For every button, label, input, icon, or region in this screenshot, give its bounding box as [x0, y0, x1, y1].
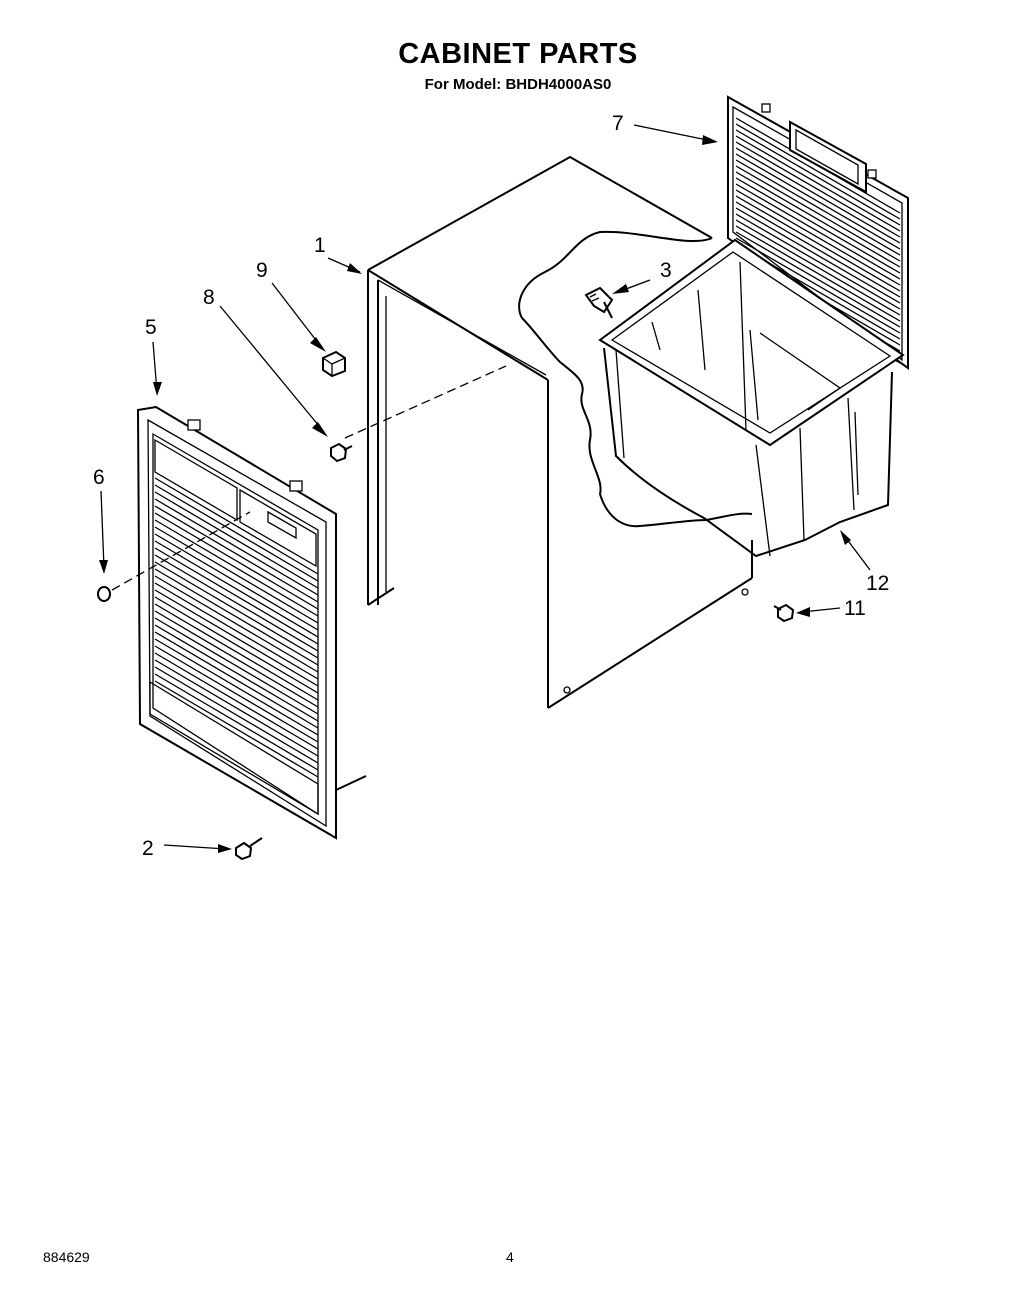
- callout-12: 12: [866, 572, 889, 595]
- callout-2: 2: [142, 837, 154, 860]
- front-louver-slat: [154, 645, 319, 743]
- callout-6: 6: [93, 466, 105, 489]
- front-louver-slat: [154, 526, 319, 624]
- callout-8: 8: [203, 286, 215, 309]
- front-louver-slat: [154, 477, 319, 575]
- front-louver-slat: [154, 484, 319, 582]
- front-louver-slat: [154, 491, 319, 589]
- rear-louver-slat: [735, 231, 901, 328]
- callout-5: 5: [145, 316, 157, 339]
- rear-grille-drawing: [727, 95, 909, 370]
- front-grille-louvers: [154, 477, 319, 778]
- front-louver-slat: [154, 505, 319, 603]
- rear-louver-slat: [735, 219, 901, 316]
- rear-louver-slat: [735, 159, 901, 256]
- front-louver-slat: [154, 596, 319, 694]
- front-louver-slat: [154, 652, 319, 750]
- callout-leaders: [99, 124, 871, 853]
- rear-louver-slat: [735, 195, 901, 292]
- callout-3: 3: [660, 259, 672, 282]
- model-subtitle: For Model: BHDH4000AS0: [424, 76, 612, 93]
- rear-louver-slat: [735, 135, 901, 232]
- rear-louver-slat: [735, 177, 901, 274]
- front-louver-slat: [154, 547, 319, 645]
- page-title: CABINET PARTS: [398, 38, 638, 70]
- front-louver-slat: [154, 624, 319, 722]
- rear-louver-slat: [735, 129, 901, 226]
- front-louver-slat: [154, 554, 319, 652]
- front-louver-slat: [154, 631, 319, 729]
- front-louver-slat: [154, 673, 319, 771]
- front-louver-slat: [154, 610, 319, 708]
- rear-louver-slat: [735, 207, 901, 304]
- rear-louver-slat: [735, 165, 901, 262]
- rear-louver-slat: [735, 183, 901, 280]
- front-louver-slat: [154, 659, 319, 757]
- front-louver-slat: [154, 568, 319, 666]
- rear-louver-slat: [735, 225, 901, 322]
- page-number: 4: [506, 1249, 514, 1265]
- plug-part-6: [97, 586, 111, 602]
- rear-louver-slat: [735, 153, 901, 250]
- cabinet-wrapper-drawing: [367, 155, 753, 709]
- water-bucket-drawing: [598, 238, 905, 558]
- callout-11: 11: [844, 597, 866, 620]
- drain-fitting-part-3: [584, 286, 614, 319]
- rear-louver-slat: [735, 189, 901, 286]
- front-louver-slat: [154, 589, 319, 687]
- rear-louver-slat: [735, 147, 901, 244]
- front-louver-slat: [154, 561, 319, 659]
- front-louver-slat: [154, 533, 319, 631]
- screw-part-2: [235, 837, 263, 861]
- document-number: 884629: [43, 1249, 90, 1265]
- front-louver-slat: [154, 617, 319, 715]
- front-louver-slat: [154, 603, 319, 701]
- rear-louver-slat: [735, 141, 901, 238]
- front-louver-slat: [154, 582, 319, 680]
- front-louver-slat: [154, 498, 319, 596]
- rear-louver-slat: [735, 237, 901, 334]
- front-louver-slat: [154, 666, 319, 764]
- front-louver-slat: [154, 680, 319, 778]
- front-louver-slat: [154, 540, 319, 638]
- rear-louver-slat: [735, 213, 901, 310]
- rear-louver-slat: [735, 201, 901, 298]
- rear-louver-slat: [735, 123, 901, 220]
- front-grille-panel-drawing: [136, 405, 367, 840]
- front-louver-slat: [154, 638, 319, 736]
- callout-7: 7: [612, 112, 624, 135]
- rear-louver-slat: [735, 171, 901, 268]
- front-louver-slat: [154, 575, 319, 673]
- callout-1: 1: [314, 234, 326, 257]
- screw-part-11: [773, 603, 795, 623]
- bumper-part-9: [322, 350, 346, 378]
- front-louver-slat: [154, 519, 319, 617]
- screw-part-8: [330, 442, 353, 463]
- callout-9: 9: [256, 259, 268, 282]
- front-louver-slat: [154, 512, 319, 610]
